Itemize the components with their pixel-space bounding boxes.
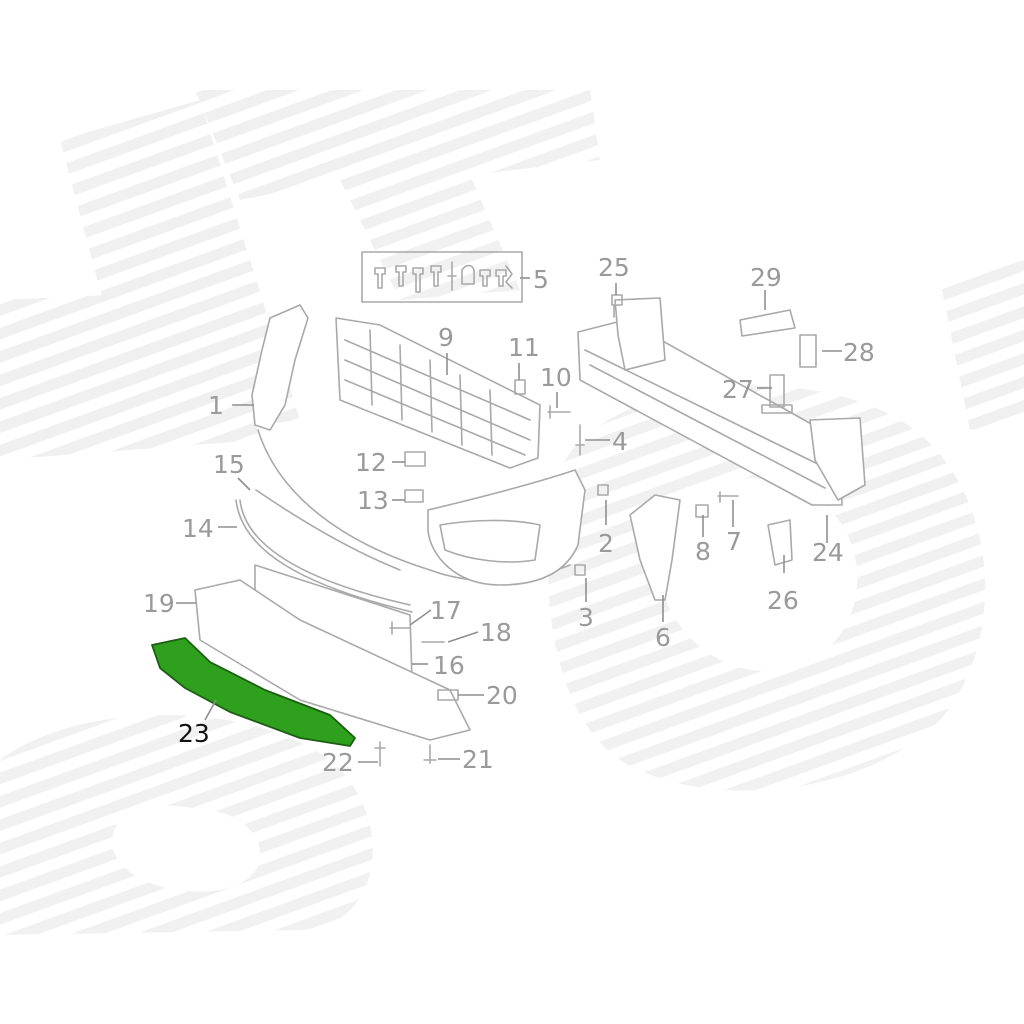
callout-9: 9 (438, 323, 454, 352)
callout-18: 18 (480, 618, 512, 647)
callout-1: 1 (208, 391, 224, 420)
callout-26: 26 (767, 586, 799, 615)
callout-20: 20 (486, 681, 518, 710)
callout-labels: 1 2 3 4 5 6 7 8 9 10 11 12 13 14 15 16 1… (143, 253, 875, 777)
callout-17: 17 (430, 596, 462, 625)
callout-28: 28 (843, 338, 875, 367)
callout-19: 19 (143, 589, 175, 618)
callout-10: 10 (540, 363, 572, 392)
lower-spoiler-part (194, 579, 471, 741)
callout-13: 13 (357, 486, 389, 515)
bumper-cover-part (257, 429, 586, 586)
callout-16: 16 (433, 651, 465, 680)
callout-12: 12 (355, 448, 387, 477)
side-bracket-part (251, 304, 309, 431)
callout-24: 24 (812, 538, 844, 567)
callout-11: 11 (508, 333, 540, 362)
callout-22: 22 (322, 748, 354, 777)
callout-25: 25 (598, 253, 630, 282)
callout-4: 4 (612, 427, 628, 456)
grille-part (335, 317, 541, 469)
watermark-logo (0, 90, 1024, 935)
small-parts (374, 294, 817, 767)
callout-2: 2 (598, 529, 614, 558)
callout-8: 8 (695, 537, 711, 566)
callout-15: 15 (213, 450, 245, 479)
mount-bracket-part (629, 494, 681, 601)
highlighted-part-23 (151, 637, 356, 747)
callout-3: 3 (578, 603, 594, 632)
callout-21: 21 (462, 745, 494, 774)
callout-7: 7 (726, 527, 742, 556)
reinforcement-beam-part (577, 297, 866, 506)
callout-6: 6 (655, 623, 671, 652)
callout-27: 27 (722, 375, 754, 404)
callout-23: 23 (178, 719, 210, 748)
leader-lines (176, 277, 842, 763)
callout-29: 29 (750, 263, 782, 292)
fastener-kit-group (361, 251, 523, 303)
callout-14: 14 (182, 514, 214, 543)
callout-5: 5 (533, 265, 549, 294)
